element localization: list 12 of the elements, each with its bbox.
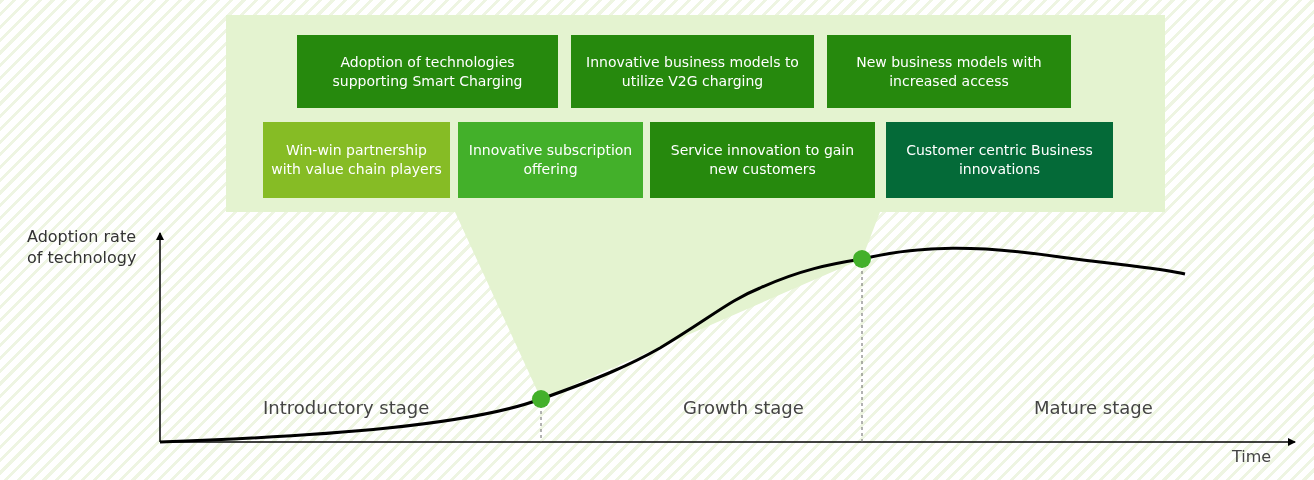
stage-label: Growth stage <box>683 397 804 418</box>
strategy-box: Service innovation to gain new customers <box>650 122 875 198</box>
axis-title: Adoption rate of technology <box>27 226 138 268</box>
strategy-box: Innovative subscription offering <box>458 122 643 198</box>
stage-label: Mature stage <box>1034 397 1153 418</box>
strategy-box: Customer centric Business innovations <box>886 122 1113 198</box>
strategy-box: Adoption of technologies supporting Smart Charging <box>297 35 558 108</box>
strategy-box: Innovative business models to utilize V2G charging <box>571 35 814 108</box>
stage-label: Introductory stage <box>263 397 430 418</box>
axis-title: Time <box>1232 447 1272 466</box>
strategy-box: Win-win partnership with value chain players <box>263 122 450 198</box>
strategy-box: New business models with increased access <box>827 35 1071 108</box>
